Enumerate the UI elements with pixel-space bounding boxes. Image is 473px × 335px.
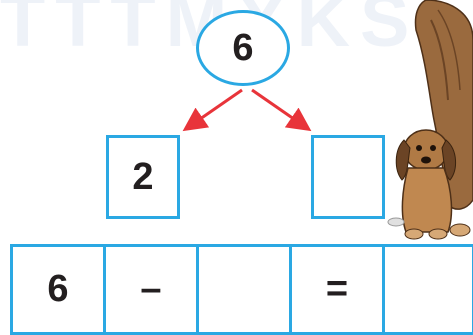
- equation-cell-result[interactable]: [382, 244, 473, 335]
- part-box-right[interactable]: [311, 135, 385, 219]
- arrow-left-down-icon: [182, 88, 243, 132]
- dog-illustration: [387, 0, 473, 240]
- equation-row: 6 – =: [10, 244, 473, 335]
- split-arrows: [182, 88, 312, 132]
- equation-cell-minuend: 6: [10, 244, 103, 335]
- part-box-left: 2: [106, 135, 180, 219]
- equation-cell-equals: =: [289, 244, 382, 335]
- equation-cell-subtrahend[interactable]: [196, 244, 289, 335]
- arrow-right-down-icon: [251, 88, 312, 132]
- equation-cell-operator: –: [103, 244, 196, 335]
- total-number-circle: 6: [196, 10, 290, 86]
